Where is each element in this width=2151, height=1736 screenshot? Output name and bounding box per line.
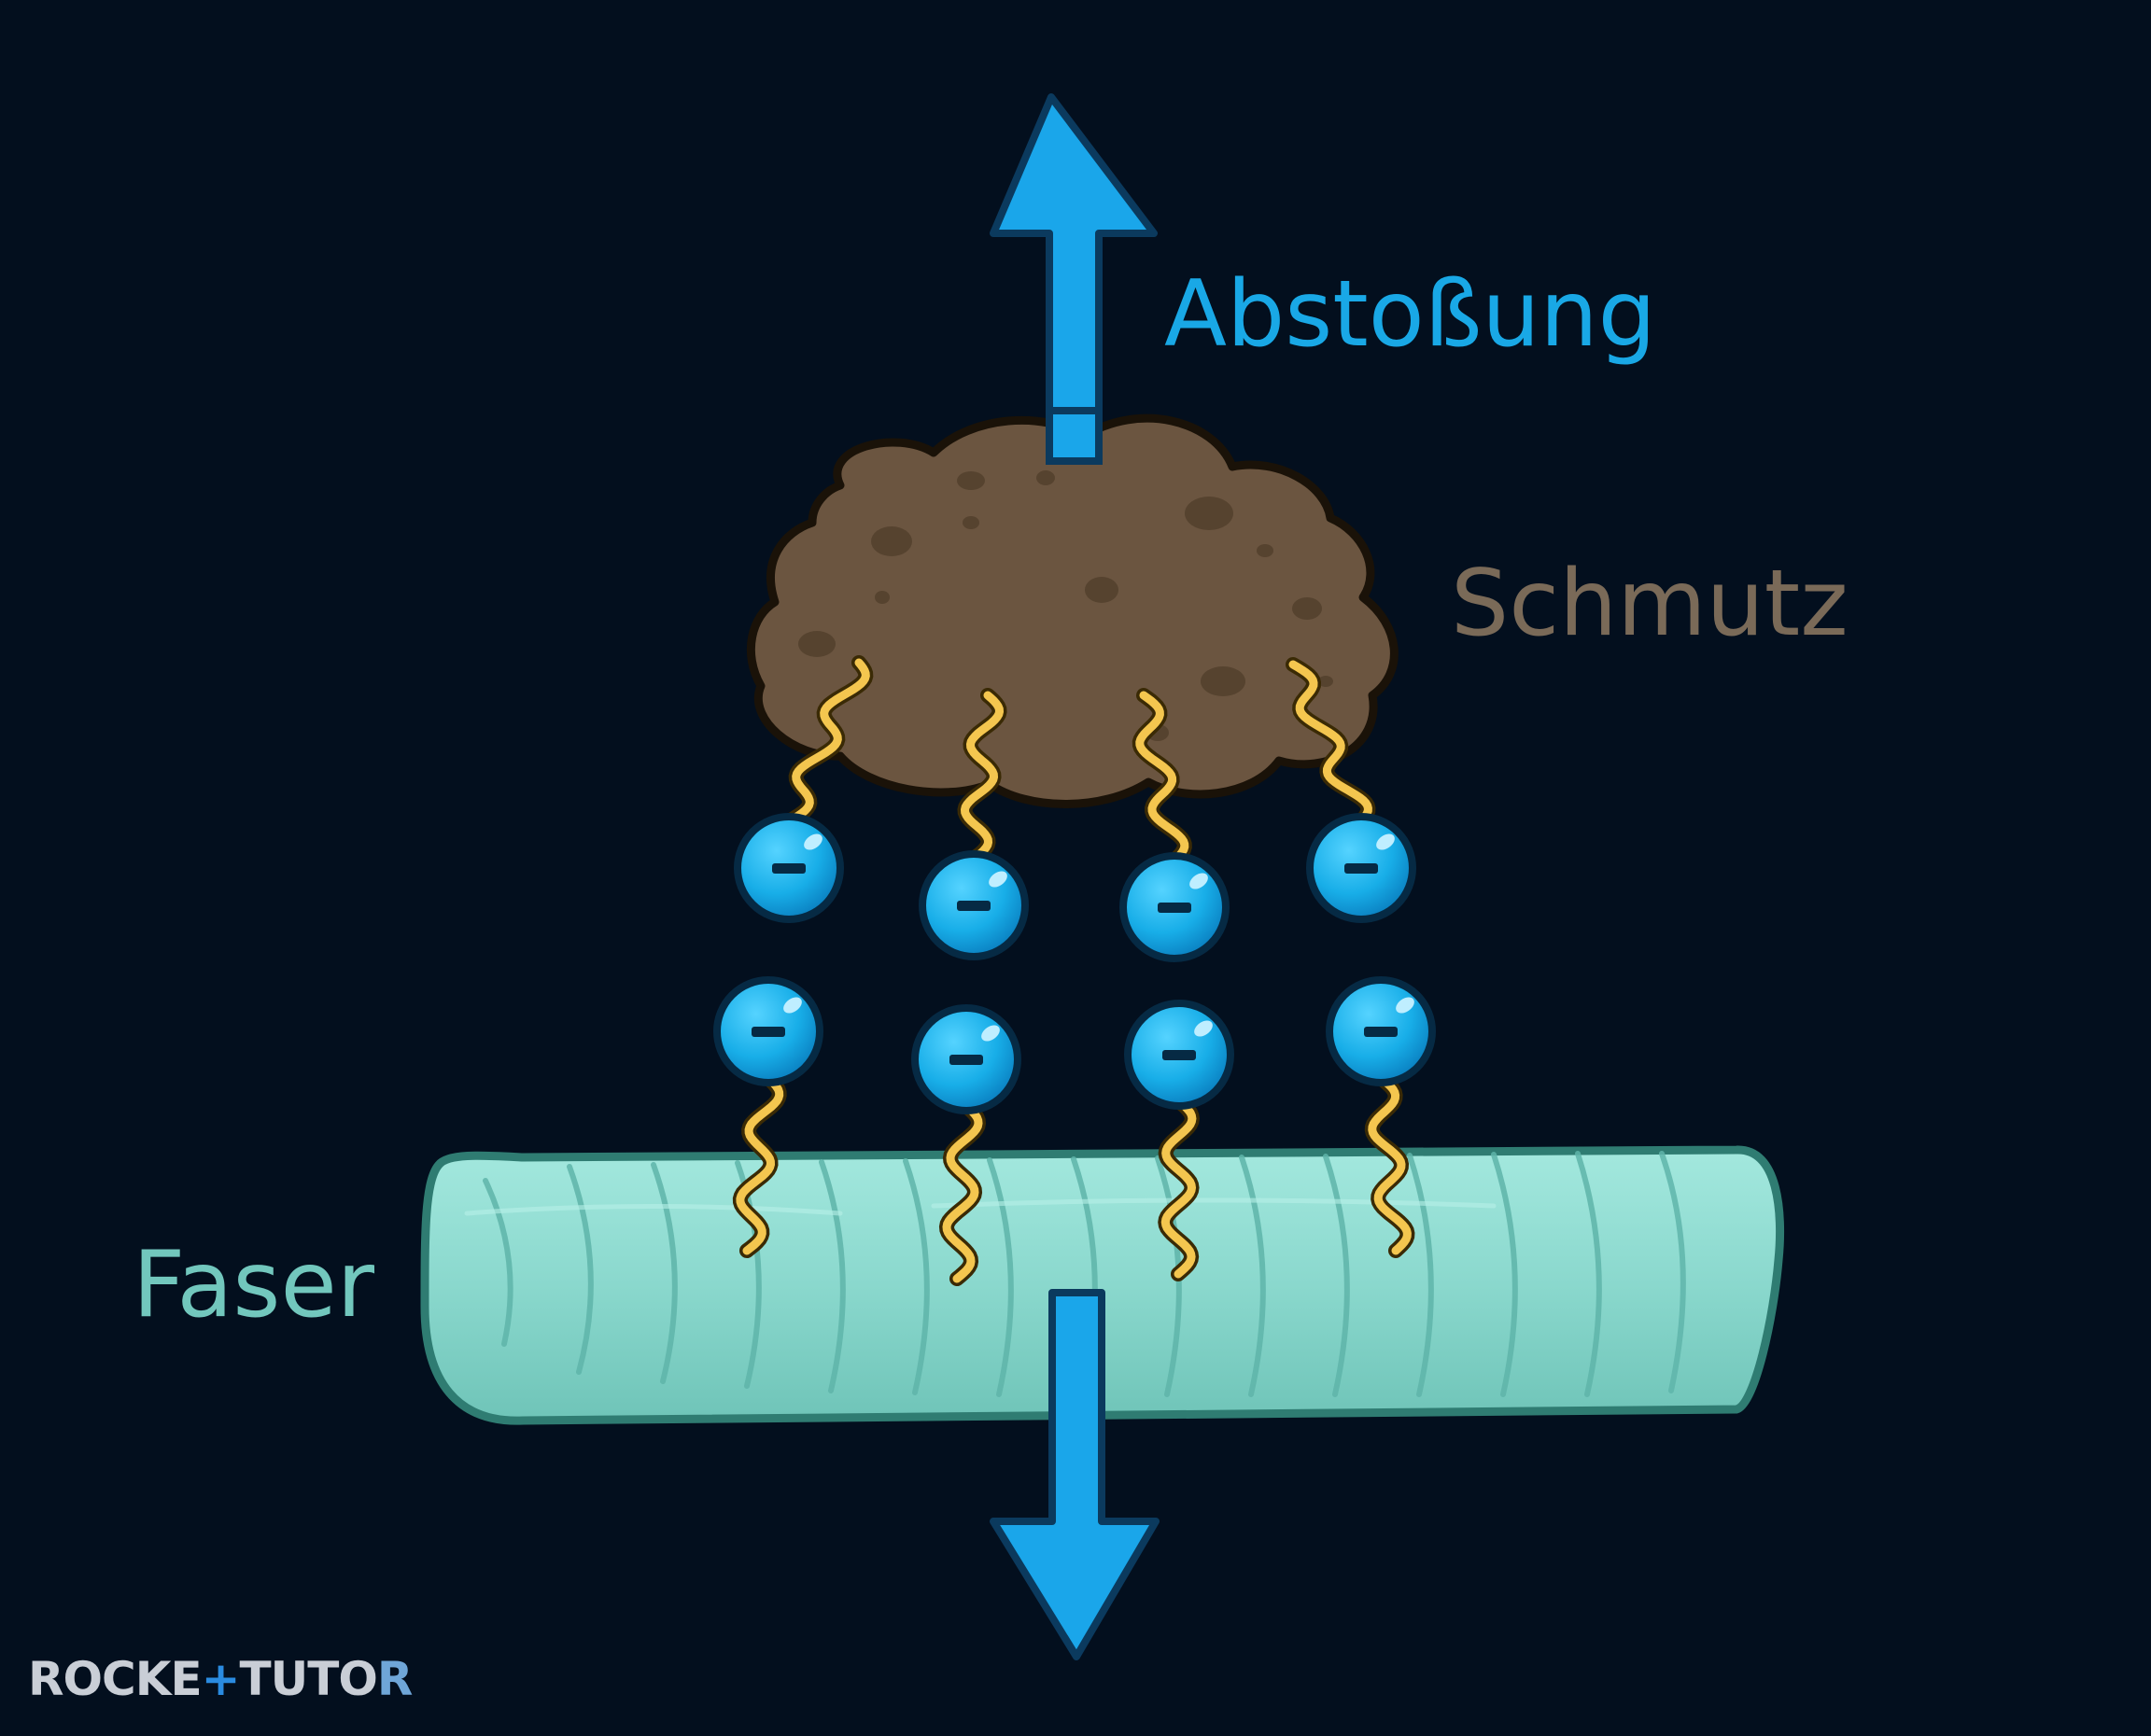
logo-part-1: ROCKE bbox=[28, 1652, 203, 1706]
heads-layer bbox=[713, 813, 1436, 1114]
dirt-molecule-head-4 bbox=[1306, 813, 1416, 923]
arrow-down-icon bbox=[990, 1289, 1160, 1660]
label-repulsion: Abstoßung bbox=[1164, 261, 1656, 368]
fiber-molecule-head-1-highlight bbox=[783, 997, 802, 1014]
dirt-molecule-tail-1 bbox=[784, 658, 870, 826]
fiber-molecule-head-3-highlight bbox=[1194, 1020, 1213, 1037]
minus-sign-icon bbox=[1162, 1050, 1196, 1060]
fiber-molecule-head-1 bbox=[713, 976, 823, 1086]
dirt-molecule-head-2-highlight bbox=[989, 871, 1007, 888]
label-fiber: Faser bbox=[133, 1232, 375, 1338]
dirt-molecule-tail-4 bbox=[1288, 660, 1372, 826]
dirt-molecule-head-1 bbox=[734, 813, 844, 923]
fiber-molecule-tail-3 bbox=[1160, 1097, 1197, 1279]
dirt-molecule-head-3-highlight bbox=[1189, 873, 1208, 889]
fiber-molecule-head-4 bbox=[1326, 976, 1436, 1086]
dirt-molecule-head-4-highlight bbox=[1376, 833, 1395, 850]
fiber-molecule-head-2-highlight bbox=[981, 1025, 1000, 1042]
minus-sign-icon bbox=[1344, 863, 1378, 874]
tails-layer bbox=[732, 655, 1415, 1286]
fiber-molecule-head-2 bbox=[911, 1004, 1021, 1114]
fiber-molecule-head-4-highlight bbox=[1396, 997, 1414, 1014]
label-dirt: Schmutz bbox=[1451, 551, 1849, 657]
dirt-molecule-head-2 bbox=[919, 850, 1029, 960]
dirt-molecule-head-3 bbox=[1119, 852, 1230, 962]
logo-part-4: R bbox=[376, 1652, 414, 1706]
minus-sign-icon bbox=[1364, 1027, 1398, 1037]
minus-sign-icon bbox=[949, 1055, 983, 1065]
minus-sign-icon bbox=[752, 1027, 785, 1037]
minus-sign-icon bbox=[957, 901, 991, 911]
dirt-molecule-tail-2 bbox=[960, 691, 1005, 863]
minus-sign-icon bbox=[1158, 903, 1191, 913]
arrow-up-stem bbox=[1046, 407, 1103, 465]
minus-sign-icon bbox=[772, 863, 806, 874]
arrow-up-icon bbox=[990, 93, 1158, 465]
dirt-blob bbox=[746, 413, 1399, 808]
fiber-molecule-tail-2 bbox=[942, 1101, 983, 1283]
brand-logo: ROCKE+TUTOR bbox=[28, 1652, 414, 1706]
dirt-molecule-head-1-highlight bbox=[804, 833, 822, 850]
fiber-molecule-tail-1 bbox=[736, 1073, 784, 1255]
fiber-molecule-tail-4 bbox=[1368, 1073, 1412, 1255]
logo-plus: + bbox=[201, 1652, 241, 1706]
fiber-molecule-head-3 bbox=[1124, 1000, 1234, 1110]
logo-part-3: TUTO bbox=[239, 1652, 378, 1706]
fiber bbox=[420, 1145, 1784, 1425]
dirt-molecule-tail-3 bbox=[1135, 691, 1189, 865]
